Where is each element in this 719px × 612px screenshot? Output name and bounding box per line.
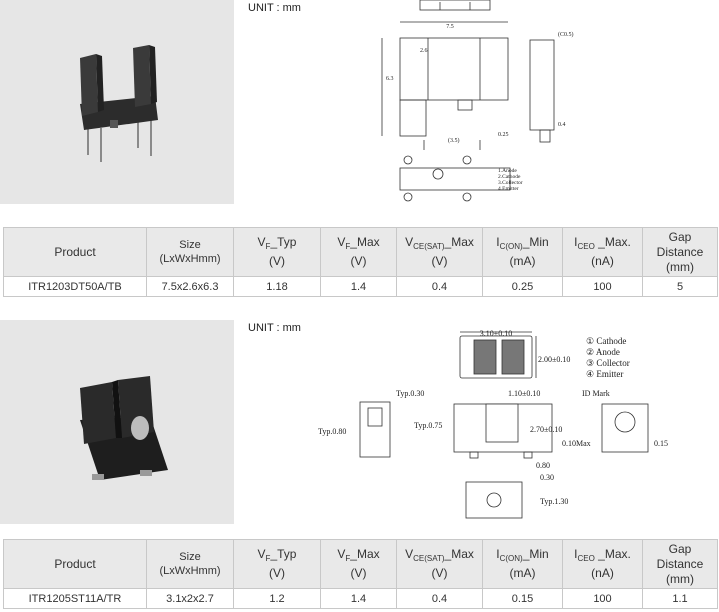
unit-label-1: UNIT : mm <box>248 2 301 14</box>
photo-interrupter-image <box>80 45 158 162</box>
header-size: Size(LxWxHmm) <box>146 539 234 589</box>
dim-chamfer: (C0.5) <box>558 31 574 38</box>
cell-vf-max: 1.4 <box>320 588 397 609</box>
cell-gap: 5 <box>642 276 718 297</box>
header-vf-max: VF_Max(V) <box>320 539 397 589</box>
header-product: Product <box>3 539 147 589</box>
product-photo-1 <box>0 0 234 204</box>
cell-iceo-max: 100 <box>562 588 643 609</box>
pin-cathode: ① Cathode <box>586 336 626 346</box>
header-vf-typ: VF_Typ(V) <box>233 539 321 589</box>
cell-product: ITR1203DT50A/TB <box>3 276 147 297</box>
header-vf-typ: VF_Typ(V) <box>233 227 321 277</box>
dim-gap: (3.5) <box>448 137 460 144</box>
dim-typ080: Typ.0.80 <box>318 427 346 436</box>
cell-ic-min: 0.15 <box>482 588 563 609</box>
dim-depth-2: 2.00±0.10 <box>538 355 570 364</box>
pin-4: 4.Emitter <box>498 186 519 192</box>
header-size: Size(LxWxHmm) <box>146 227 234 277</box>
dim-lead: 0.25 <box>498 132 509 138</box>
pin-2: 2.Cathode <box>498 174 521 180</box>
cell-vf-typ: 1.2 <box>233 588 321 609</box>
dim-depth: 2.6 <box>420 48 428 54</box>
header-iceo-max: ICEO _Max.(nA) <box>562 227 643 277</box>
header-ic-min: IC(ON)_Min(mA) <box>482 227 563 277</box>
dim-030: 0.30 <box>540 473 554 482</box>
dim-080: 0.80 <box>536 461 550 470</box>
header-vce-max: VCE(SAT)_Max(V) <box>396 227 483 277</box>
pin-3: 3.Collector <box>498 180 523 186</box>
header-vf-max: VF_Max(V) <box>320 227 397 277</box>
cell-iceo-max: 100 <box>562 276 643 297</box>
dim-thickness: 0.4 <box>558 122 566 128</box>
dimension-drawing-1: 7.5 6.3 2.6 (3.5) 0.25 0.4 (C0.5) 1.Anod… <box>381 0 574 202</box>
dim-height: 6.3 <box>386 76 394 82</box>
cell-ic-min: 0.25 <box>482 276 563 297</box>
cell-vce-max: 0.4 <box>396 276 483 297</box>
smd-interrupter-image <box>80 376 168 480</box>
header-product: Product <box>3 227 147 277</box>
cell-product: ITR1205ST11A/TR <box>3 588 147 609</box>
cell-size: 7.5x2.6x6.3 <box>146 276 234 297</box>
table-row: ITR1203DT50A/TB 7.5x2.6x6.3 1.18 1.4 0.4… <box>3 276 718 297</box>
spec-table-2: Product Size(LxWxHmm) VF_Typ(V) VF_Max(V… <box>3 539 718 609</box>
header-iceo-max: ICEO _Max.(nA) <box>562 539 643 589</box>
spec-table-1: Product Size(LxWxHmm) VF_Typ(V) VF_Max(V… <box>3 227 718 297</box>
dim-typ075: Typ.0.75 <box>414 421 442 430</box>
pin-1: 1.Anode <box>498 168 517 174</box>
dim-height-2: 2.70±0.10 <box>530 425 562 434</box>
id-mark-label: ID Mark <box>582 389 610 398</box>
pin-anode: ② Anode <box>586 347 620 357</box>
dim-gap-2: 1.10±0.10 <box>508 389 540 398</box>
product-photo-2 <box>0 320 234 524</box>
dimension-drawing-2: 3.10±0.10 2.00±0.10 Typ.0.30 Typ.0.80 Ty… <box>318 329 668 519</box>
dim-015: 0.15 <box>654 439 668 448</box>
pin-collector: ③ Collector <box>586 358 630 368</box>
cell-vce-max: 0.4 <box>396 588 483 609</box>
table-header-row: Product Size(LxWxHmm) VF_Typ(V) VF_Max(V… <box>3 539 718 589</box>
dim-width: 7.5 <box>446 24 454 30</box>
header-ic-min: IC(ON)_Min(mA) <box>482 539 563 589</box>
dim-010max: 0.10Max <box>562 439 591 448</box>
table-row: ITR1205ST11A/TR 3.1x2x2.7 1.2 1.4 0.4 0.… <box>3 588 718 609</box>
pin-emitter: ④ Emitter <box>586 369 623 379</box>
dim-typ030: Typ.0.30 <box>396 389 424 398</box>
dim-width-2: 3.10±0.10 <box>480 329 512 338</box>
cell-vf-typ: 1.18 <box>233 276 321 297</box>
dim-typ130: Typ.1.30 <box>540 497 568 506</box>
unit-label-2: UNIT : mm <box>248 322 301 334</box>
table-header-row: Product Size(LxWxHmm) VF_Typ(V) VF_Max(V… <box>3 227 718 277</box>
cell-vf-max: 1.4 <box>320 276 397 297</box>
cell-gap: 1.1 <box>642 588 718 609</box>
header-vce-max: VCE(SAT)_Max(V) <box>396 539 483 589</box>
cell-size: 3.1x2x2.7 <box>146 588 234 609</box>
